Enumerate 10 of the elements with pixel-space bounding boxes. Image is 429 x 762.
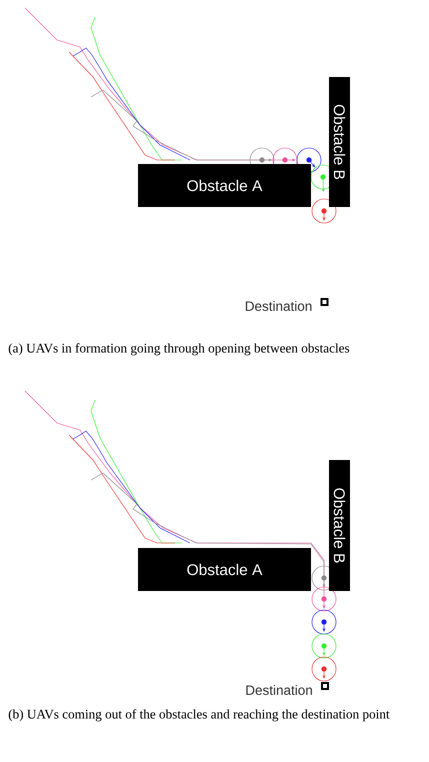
obstacle-block: Obstacle B [329,77,350,207]
destination-label: Destination [246,301,312,311]
destination-label: Destination [246,685,312,695]
obstacle-block: Obstacle A [138,548,311,591]
obstacle-block: Obstacle A [138,164,311,207]
figure-caption: (a) UAVs in formation going through opening between obstacles [8,343,350,356]
obstacle-block: Obstacle B [329,460,350,591]
destination-square [321,682,329,690]
figure-caption: (b) UAVs coming out of the obstacles and reaching the destination point [8,709,390,722]
destination-square [320,298,328,306]
